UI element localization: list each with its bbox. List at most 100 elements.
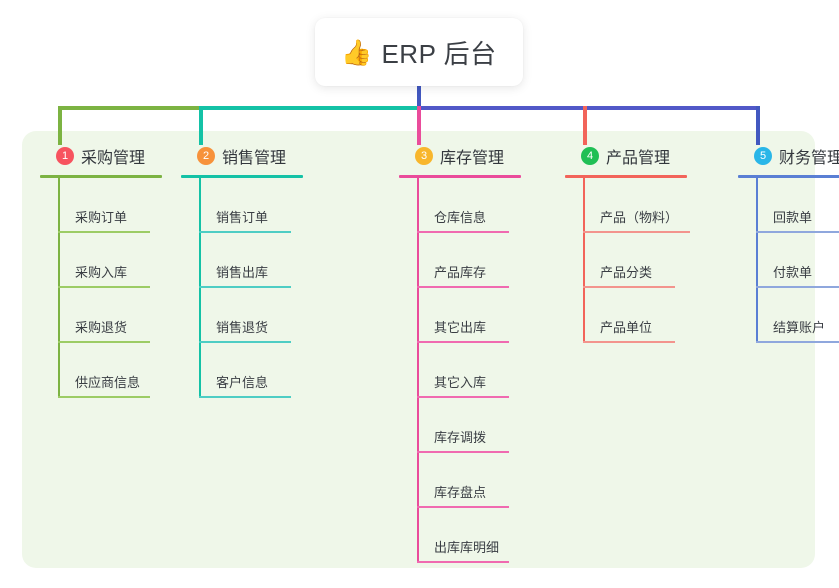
leaf-item-label: 产品库存 xyxy=(434,265,487,280)
thumbs-up-icon: 👍 xyxy=(341,38,373,67)
leaf-item-underline xyxy=(583,231,690,233)
leaf-item[interactable]: 采购入库 xyxy=(58,233,200,288)
leaf-item-label: 采购退货 xyxy=(75,320,128,335)
leaf-item[interactable]: 仓库信息 xyxy=(417,178,559,233)
branch-spine xyxy=(199,178,201,398)
leaf-item[interactable]: 采购退货 xyxy=(58,288,200,343)
branch-title: 采购管理 xyxy=(81,150,146,167)
connector-trunk-vertical xyxy=(417,86,421,108)
leaf-item-underline xyxy=(199,396,291,398)
branch-spine xyxy=(583,178,585,343)
leaf-item[interactable]: 产品库存 xyxy=(417,233,559,288)
branch-number-badge: 3 xyxy=(415,147,433,165)
leaf-item-underline xyxy=(756,286,839,288)
leaf-item-label: 出库库明细 xyxy=(434,540,500,555)
leaf-item-label: 产品单位 xyxy=(600,320,653,335)
leaf-item[interactable]: 产品单位 xyxy=(583,288,725,343)
branch-items: 仓库信息产品库存其它出库其它入库库存调拨库存盘点出库库明细 xyxy=(399,178,559,563)
connector-drop-col4 xyxy=(583,106,587,145)
leaf-item-label: 销售订单 xyxy=(216,210,269,225)
branch-spine xyxy=(756,178,758,343)
connector-drop-col1 xyxy=(58,106,62,145)
leaf-item-label: 销售退货 xyxy=(216,320,269,335)
leaf-item[interactable]: 供应商信息 xyxy=(58,343,200,398)
leaf-item-label: 客户信息 xyxy=(216,375,269,390)
leaf-item[interactable]: 产品分类 xyxy=(583,233,725,288)
leaf-item-underline xyxy=(199,231,291,233)
branch-column-purchasing[interactable]: 1 采购管理 采购订单采购入库采购退货供应商信息 xyxy=(40,144,200,398)
leaf-item-label: 供应商信息 xyxy=(75,375,141,390)
branch-underline xyxy=(399,175,521,178)
leaf-item-underline xyxy=(417,396,509,398)
leaf-item[interactable]: 采购订单 xyxy=(58,178,200,233)
leaf-item[interactable]: 库存调拨 xyxy=(417,398,559,453)
leaf-item-underline xyxy=(756,231,839,233)
leaf-item[interactable]: 销售出库 xyxy=(199,233,341,288)
leaf-item[interactable]: 库存盘点 xyxy=(417,453,559,508)
leaf-item-label: 销售出库 xyxy=(216,265,269,280)
branch-underline xyxy=(738,175,839,178)
branch-items: 回款单付款单结算账户 xyxy=(738,178,839,343)
leaf-item-underline xyxy=(417,231,509,233)
branch-title: 销售管理 xyxy=(222,150,287,167)
leaf-item-underline xyxy=(58,286,150,288)
branch-column-sales[interactable]: 2 销售管理 销售订单销售出库销售退货客户信息 xyxy=(181,144,341,398)
branch-header[interactable]: 1 采购管理 xyxy=(40,144,200,168)
leaf-item-underline xyxy=(583,341,675,343)
leaf-item-underline xyxy=(583,286,675,288)
connector-drop-col3 xyxy=(417,106,421,145)
leaf-item[interactable]: 其它入库 xyxy=(417,343,559,398)
connector-bus-green xyxy=(58,106,203,110)
branch-header[interactable]: 5 财务管理 xyxy=(738,144,839,168)
branch-header[interactable]: 4 产品管理 xyxy=(565,144,725,168)
leaf-item-label: 仓库信息 xyxy=(434,210,487,225)
leaf-item-underline xyxy=(58,231,150,233)
leaf-item-label: 采购订单 xyxy=(75,210,128,225)
leaf-item-underline xyxy=(58,341,150,343)
leaf-item[interactable]: 产品（物料） xyxy=(583,178,725,233)
branch-items: 采购订单采购入库采购退货供应商信息 xyxy=(40,178,200,398)
branch-number-badge: 4 xyxy=(581,147,599,165)
branch-column-finance[interactable]: 5 财务管理 回款单付款单结算账户 xyxy=(738,144,839,343)
leaf-item-label: 其它出库 xyxy=(434,320,487,335)
branch-title: 产品管理 xyxy=(606,150,671,167)
leaf-item-underline xyxy=(417,341,509,343)
leaf-item[interactable]: 出库库明细 xyxy=(417,508,559,563)
leaf-item-underline xyxy=(199,286,291,288)
leaf-item-underline xyxy=(58,396,150,398)
leaf-item-underline xyxy=(417,561,509,563)
branch-spine xyxy=(417,178,419,563)
leaf-item-label: 其它入库 xyxy=(434,375,487,390)
leaf-item-label: 产品分类 xyxy=(600,265,653,280)
branch-underline xyxy=(181,175,303,178)
branch-number-badge: 1 xyxy=(56,147,74,165)
branch-items: 产品（物料） 产品分类产品单位 xyxy=(565,178,725,343)
connector-drop-col5 xyxy=(756,106,760,145)
branch-header[interactable]: 2 销售管理 xyxy=(181,144,341,168)
leaf-item-label: 付款单 xyxy=(773,265,813,280)
leaf-item-label: 库存调拨 xyxy=(434,430,487,445)
leaf-item[interactable]: 付款单 xyxy=(756,233,839,288)
branch-column-product[interactable]: 4 产品管理 产品（物料） 产品分类产品单位 xyxy=(565,144,725,343)
branch-items: 销售订单销售出库销售退货客户信息 xyxy=(181,178,341,398)
leaf-item[interactable]: 销售退货 xyxy=(199,288,341,343)
leaf-item[interactable]: 客户信息 xyxy=(199,343,341,398)
leaf-item[interactable]: 其它出库 xyxy=(417,288,559,343)
branch-number-badge: 5 xyxy=(754,147,772,165)
leaf-item-label: 产品（物料） xyxy=(600,210,679,225)
branch-title: 库存管理 xyxy=(440,150,505,167)
branch-title: 财务管理 xyxy=(779,150,839,167)
branch-header[interactable]: 3 库存管理 xyxy=(399,144,559,168)
branch-column-inventory[interactable]: 3 库存管理 仓库信息产品库存其它出库其它入库库存调拨库存盘点出库库明细 xyxy=(399,144,559,563)
leaf-item[interactable]: 回款单 xyxy=(756,178,839,233)
branch-underline xyxy=(40,175,162,178)
leaf-item[interactable]: 结算账户 xyxy=(756,288,839,343)
leaf-item-label: 采购入库 xyxy=(75,265,128,280)
leaf-item-underline xyxy=(199,341,291,343)
connector-bus-blue xyxy=(417,106,760,110)
branch-number-badge: 2 xyxy=(197,147,215,165)
branch-underline xyxy=(565,175,687,178)
leaf-item[interactable]: 销售订单 xyxy=(199,178,341,233)
root-node-erp-backend[interactable]: 👍 ERP 后台 xyxy=(315,18,523,86)
leaf-item-label: 回款单 xyxy=(773,210,813,225)
